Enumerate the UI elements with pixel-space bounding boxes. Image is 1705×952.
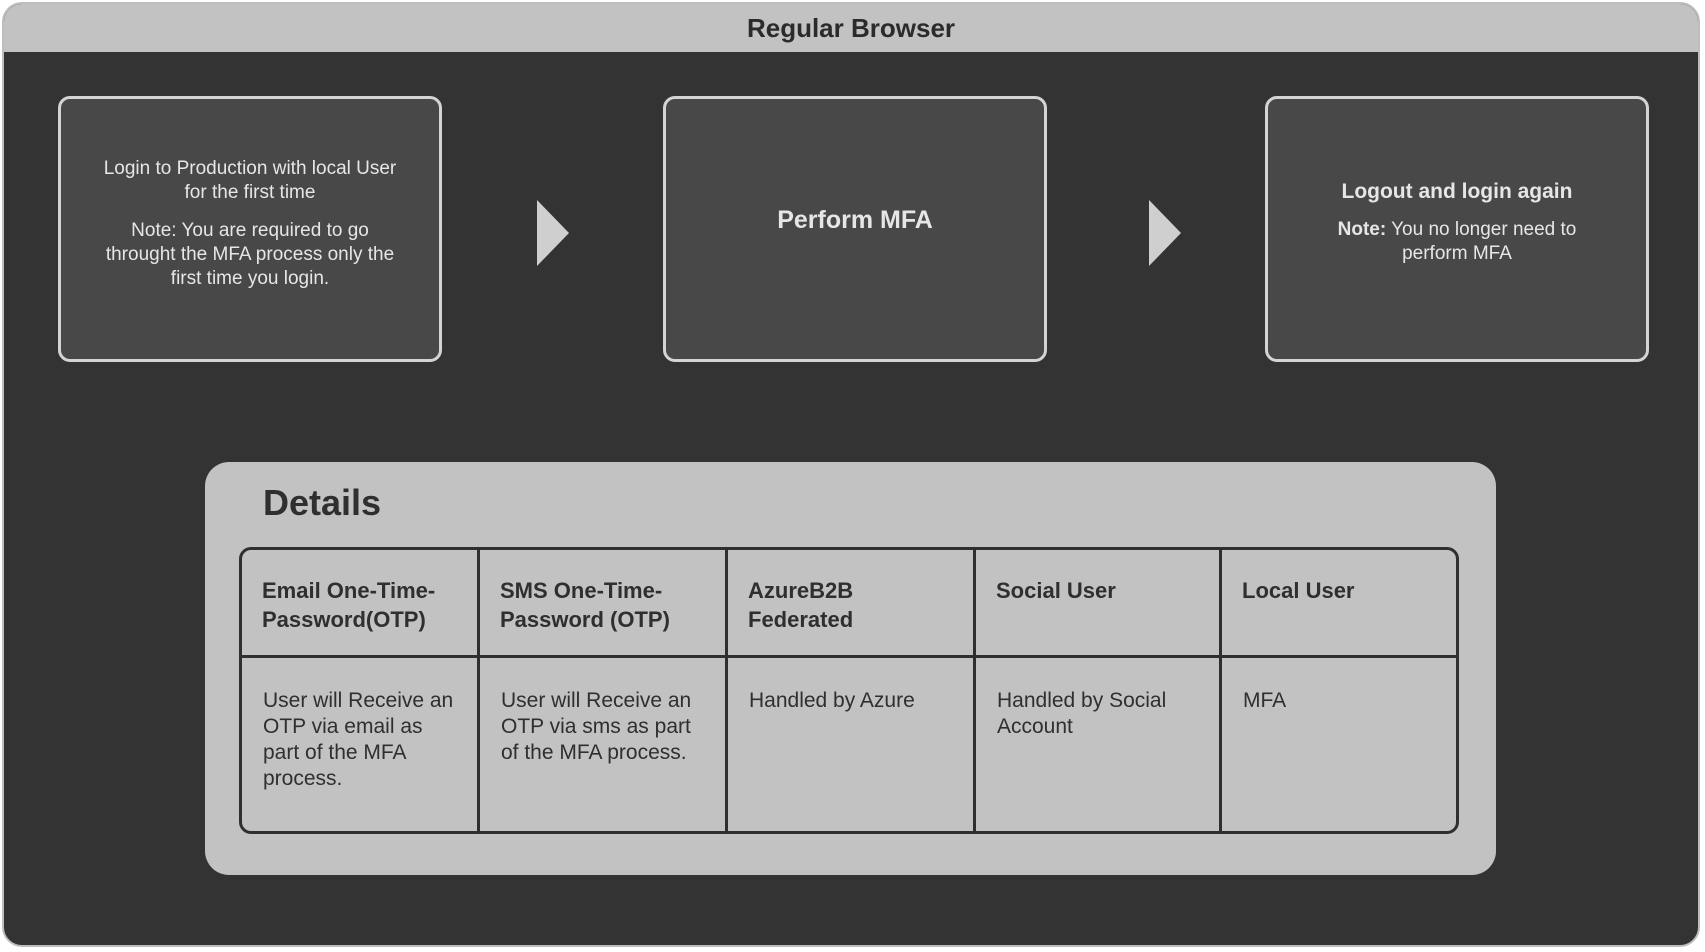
details-panel: Details Email One-Time-Password(OTP) SMS… [205,462,1496,875]
table-cell-local-user: MFA [1243,689,1287,712]
table-cell-azureb2b: Handled by Azure [728,658,976,831]
step-1-note: Note: You are required to go throught th… [105,220,395,289]
step-perform-mfa: Perform MFA [663,96,1047,362]
step-1-text: Login to Production with local User for … [103,158,397,203]
details-title: Details [263,482,382,523]
window-title: Regular Browser [4,4,1698,52]
column-header-local-user: Local User [1222,550,1456,658]
column-header-sms-otp: SMS One-Time-Password (OTP) [480,550,728,658]
column-header-social-user: Social User [976,550,1222,658]
column-header-email-otp: Email One-Time-Password(OTP) [242,550,480,658]
note-label: Note: [1337,219,1387,240]
note-text: You no longer need to perform MFA [1386,219,1577,264]
step-3-note: Note: You no longer need to perform MFA [1268,218,1646,266]
table-cell-social-user: Handled by Social Account [976,658,1222,831]
step-3-text: Logout and login again [1341,180,1573,203]
details-table: Email One-Time-Password(OTP) SMS One-Tim… [239,547,1459,834]
step-logout-login-again: Logout and login again Note: You no long… [1265,96,1649,362]
step-2-text: Perform MFA [777,206,933,234]
table-cell-sms-otp: User will Receive an OTP via sms as part… [480,658,728,831]
right-arrow-icon [1149,200,1181,266]
step-login-first-time: Login to Production with local User for … [58,96,442,362]
column-header-azureb2b: AzureB2B Federated [728,550,976,658]
right-arrow-icon [537,200,569,266]
table-cell-email-otp: User will Receive an OTP via email as pa… [242,658,480,831]
